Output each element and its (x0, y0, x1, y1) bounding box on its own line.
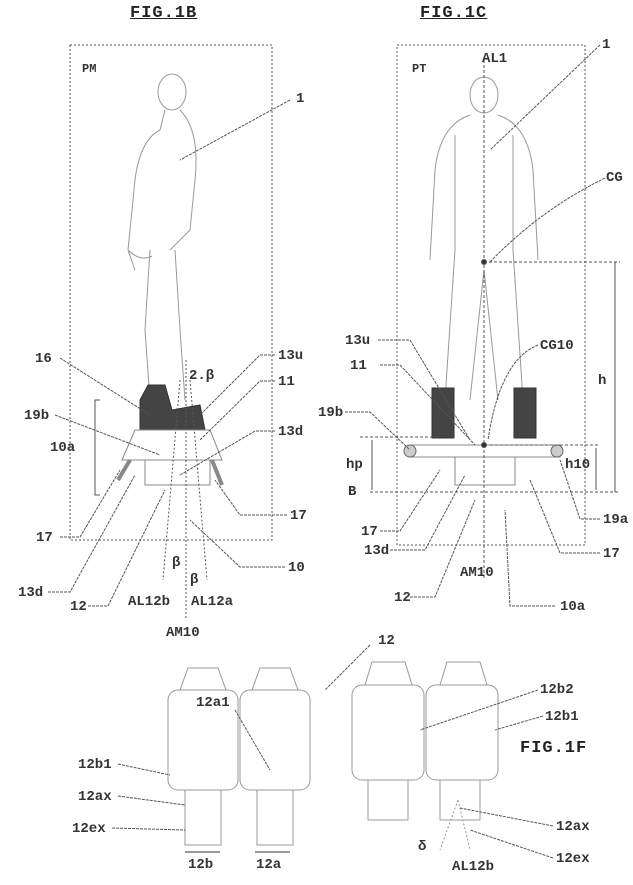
ref-label: 19b (318, 405, 344, 421)
fig1c-title: FIG.1C (420, 4, 488, 23)
ref-label: 17 (290, 508, 307, 524)
angle-label: 2.β (189, 368, 215, 384)
ref-label: 17 (36, 530, 53, 546)
ref-label: 11 (350, 358, 367, 374)
fig1c-axes-and-dims (360, 60, 620, 580)
ref-label: 12ex (72, 821, 106, 837)
ref-label: 11 (278, 374, 295, 390)
ref-label: 19b (24, 408, 50, 424)
fig1c-board (403, 387, 564, 486)
fig1f-title: FIG.1F (520, 739, 588, 758)
ref-label: 1 (602, 37, 611, 53)
ref-label: CG (606, 170, 623, 186)
dimension-label: hp (346, 457, 363, 473)
cg-point (481, 259, 487, 265)
ref-label: 1 (296, 91, 305, 107)
fig1c-dimension-arrows (371, 262, 616, 492)
ref-label: 10 (288, 560, 305, 576)
ref-label: 13d (278, 424, 304, 440)
ref-label: 12 (378, 633, 395, 649)
dimension-label: h (598, 373, 607, 389)
ref-label: 13u (345, 333, 371, 349)
angle-label: β (190, 572, 199, 588)
ref-label: 17 (603, 546, 620, 562)
ref-label: 12b2 (540, 682, 574, 698)
ref-label: 13d (364, 543, 390, 559)
angle-label: δ (418, 839, 427, 855)
angle-label: β (172, 555, 181, 571)
ref-label: 12a1 (196, 695, 230, 711)
ref-label: 12ax (556, 819, 590, 835)
fig1b-view-label: PM (82, 62, 97, 76)
axis-label: AM10 (166, 625, 200, 641)
ref-label: 16 (35, 351, 52, 367)
fig1c-frame (396, 44, 586, 546)
ref-label: 10a (50, 440, 76, 456)
cg10-point (481, 442, 487, 448)
axis-label: AM10 (460, 565, 494, 581)
ref-label: 12ex (556, 851, 590, 867)
ref-label: 12b1 (545, 709, 579, 725)
fig1c-view-label: PT (412, 62, 427, 76)
ref-label: 12 (394, 590, 411, 606)
ref-label: 12ax (78, 789, 112, 805)
ref-label: 13d (18, 585, 44, 601)
ref-label: 12a (256, 857, 282, 873)
fig1c-leaders (345, 44, 606, 607)
fig1b-axes (162, 360, 208, 620)
ref-label: 19a (603, 512, 629, 528)
axis-label: AL12b (452, 859, 495, 875)
fig1f-tanks-rear (351, 661, 499, 851)
axis-label: AL1 (482, 51, 508, 67)
fig1f-tanks-front (167, 667, 311, 853)
axis-label: AL12a (191, 594, 234, 610)
fig1b-title: FIG.1B (130, 4, 198, 23)
fig1b-board (116, 384, 224, 486)
axis-label: AL12b (128, 594, 171, 610)
ref-label: 12 (70, 599, 87, 615)
fig1b-frame (69, 44, 273, 541)
ref-label: 13u (278, 348, 304, 364)
ref-label: 12b1 (78, 757, 112, 773)
dimension-label: h10 (565, 457, 591, 473)
baseline-label: B (348, 484, 357, 500)
fig1b-person (127, 73, 197, 401)
ref-label: 17 (361, 524, 378, 540)
ref-label: CG10 (540, 338, 574, 354)
fig1b-leaders (48, 99, 291, 607)
ref-label: 10a (560, 599, 586, 615)
fig1f-leaders (111, 644, 554, 859)
fig1b-bracket-10a (94, 399, 100, 496)
ref-label: 12b (188, 857, 214, 873)
